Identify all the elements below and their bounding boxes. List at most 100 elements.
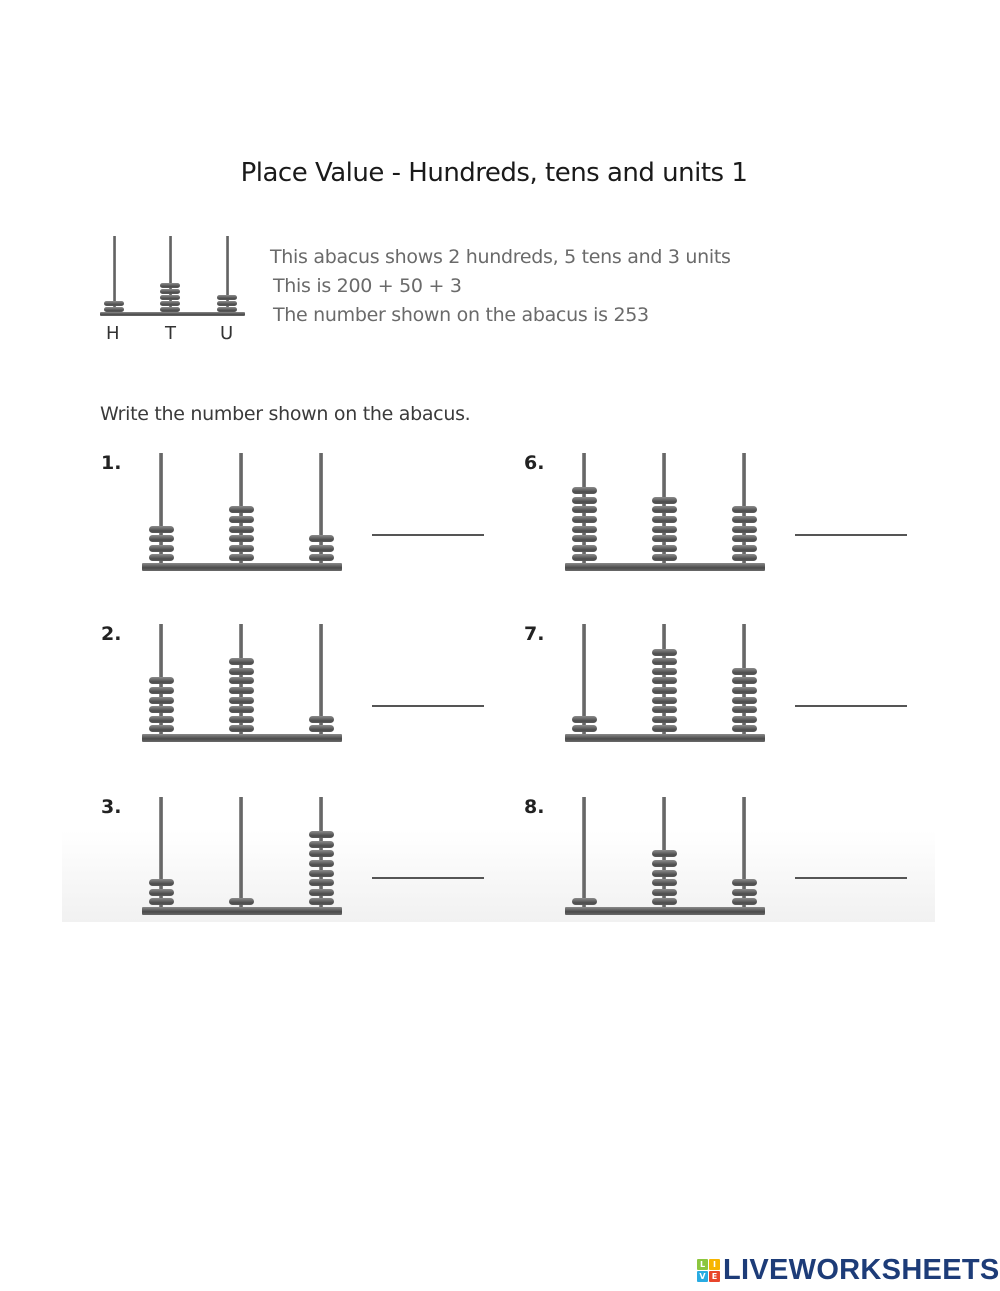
abacus-bead [571, 535, 597, 543]
abacus-bead [571, 506, 597, 514]
worksheet-page [62, 0, 935, 922]
logo-block-i: I [709, 1259, 720, 1270]
abacus-base [565, 907, 765, 915]
abacus-base [142, 907, 342, 915]
abacus-bead [571, 725, 597, 733]
abacus-rod-units [742, 797, 746, 907]
answer-field-3[interactable] [372, 877, 484, 879]
abacus-bead [228, 516, 254, 523]
label-units: U [220, 323, 234, 344]
logo-blocks-icon: L I V E [697, 1259, 720, 1282]
abacus-bead [308, 554, 334, 562]
abacus-bead [651, 879, 677, 887]
abacus-bead [571, 516, 597, 523]
abacus-bead [571, 898, 597, 906]
abacus-bead [148, 687, 174, 694]
abacus-bead [148, 725, 174, 733]
abacus-bead [148, 554, 174, 562]
abacus-bead [651, 544, 677, 552]
abacus-bead [651, 725, 677, 733]
abacus-bead [308, 840, 334, 848]
abacus-bead [731, 667, 757, 675]
abacus-bead [160, 289, 180, 294]
abacus-bead [651, 888, 677, 896]
abacus-bead [651, 525, 677, 533]
abacus-bead [651, 687, 677, 694]
liveworksheets-logo[interactable]: L I V E LIVEWORKSHEETS [697, 1254, 1000, 1287]
abacus-bead [731, 725, 757, 733]
abacus-bead [228, 898, 254, 906]
example-abacus [100, 236, 245, 316]
worksheet-title: Place Value - Hundreds, tens and units 1 [240, 158, 748, 188]
abacus-bead [731, 879, 757, 887]
abacus-bead [148, 879, 174, 887]
abacus-bead [104, 301, 124, 306]
abacus-bead [731, 516, 757, 523]
abacus-bead [308, 535, 334, 543]
abacus-bead [148, 715, 174, 723]
abacus-bead [308, 544, 334, 552]
abacus-bead [651, 696, 677, 704]
logo-text: LIVEWORKSHEETS [723, 1254, 1000, 1286]
abacus-bead [148, 706, 174, 714]
abacus-base [142, 563, 342, 571]
abacus-bead [228, 667, 254, 675]
question-number-6: 6. [524, 452, 545, 474]
abacus-bead [651, 535, 677, 543]
example-line-3: The number shown on the abacus is 253 [273, 304, 649, 326]
abacus-bead [148, 525, 174, 533]
abacus-question-2 [142, 624, 342, 742]
abacus-bead [160, 295, 180, 300]
abacus-bead [651, 715, 677, 723]
abacus-bead [160, 307, 180, 312]
abacus-bead [731, 715, 757, 723]
abacus-bead [228, 706, 254, 714]
question-number-1: 1. [101, 452, 122, 474]
abacus-rod-hundreds [159, 797, 163, 907]
question-number-8: 8. [524, 796, 545, 818]
abacus-bead [148, 677, 174, 685]
abacus-rod-hundreds [582, 797, 586, 907]
logo-block-e: E [709, 1271, 720, 1282]
abacus-bead [148, 535, 174, 543]
abacus-bead [651, 496, 677, 504]
abacus-bead [217, 301, 237, 306]
abacus-rod-tens [168, 236, 172, 312]
abacus-bead [731, 687, 757, 694]
abacus-bead [308, 879, 334, 887]
abacus-rod-units [319, 624, 323, 734]
abacus-bead [228, 677, 254, 685]
abacus-rod-hundreds [112, 236, 116, 312]
abacus-base [142, 734, 342, 742]
abacus-bead [308, 898, 334, 906]
abacus-bead [731, 898, 757, 906]
abacus-bead [651, 706, 677, 714]
abacus-bead [651, 869, 677, 877]
abacus-bead [228, 506, 254, 514]
abacus-bead [571, 496, 597, 504]
abacus-question-6 [565, 453, 765, 571]
answer-field-2[interactable] [372, 705, 484, 707]
answer-field-1[interactable] [372, 534, 484, 536]
abacus-rod-hundreds [159, 453, 163, 563]
abacus-bead [731, 677, 757, 685]
answer-field-8[interactable] [795, 877, 907, 879]
abacus-bead [571, 715, 597, 723]
abacus-bead [228, 696, 254, 704]
abacus-bead [308, 860, 334, 867]
abacus-bead [571, 487, 597, 495]
abacus-bead [571, 525, 597, 533]
answer-field-6[interactable] [795, 534, 907, 536]
abacus-bead [148, 544, 174, 552]
answer-field-7[interactable] [795, 705, 907, 707]
abacus-bead [651, 677, 677, 685]
abacus-bead [651, 506, 677, 514]
abacus-rod-units [319, 453, 323, 563]
question-number-7: 7. [524, 623, 545, 645]
abacus-bead [731, 696, 757, 704]
abacus-bead [731, 888, 757, 896]
abacus-bead [228, 544, 254, 552]
abacus-base [565, 734, 765, 742]
abacus-bead [104, 307, 124, 312]
abacus-bead [651, 658, 677, 666]
